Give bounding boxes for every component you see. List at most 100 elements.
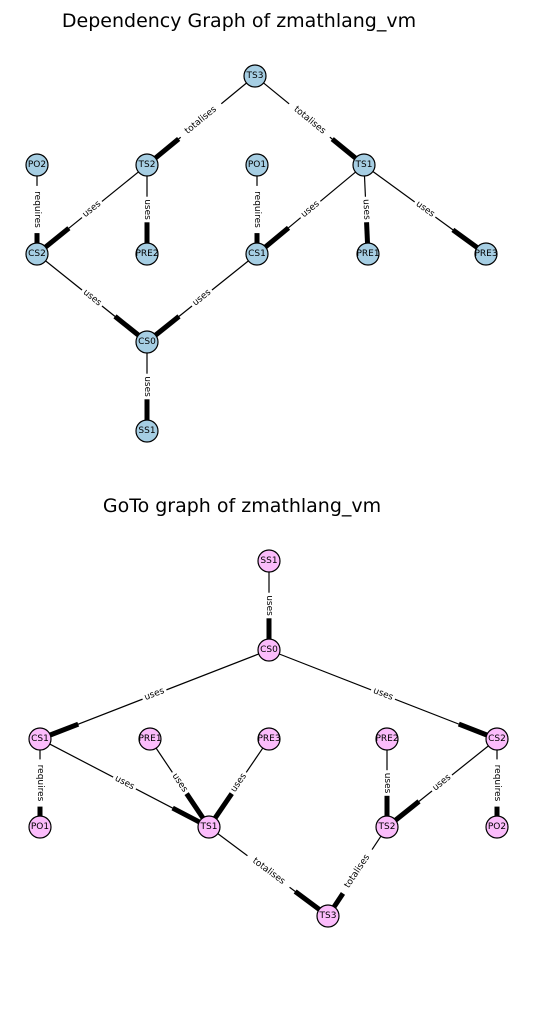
node-label: PRE3 (257, 734, 280, 744)
edge-label-background (368, 684, 398, 705)
node-pre1: PRE1 (356, 242, 380, 266)
edge-label: uses (140, 684, 169, 705)
node-label: TS1 (355, 160, 373, 170)
node-po2: PO2 (25, 153, 49, 177)
node-label: TS2 (378, 822, 396, 832)
node-label: PO1 (31, 822, 49, 832)
edge-label-background (337, 846, 378, 897)
node-label: TS1 (200, 822, 218, 832)
node-circle (25, 242, 49, 266)
node-po1: PO1 (245, 153, 269, 177)
edge-label-text: requires (35, 765, 45, 802)
node-label: TS3 (246, 71, 264, 81)
edge-label: totalises (176, 99, 226, 142)
edge-label-text: uses (361, 199, 372, 220)
node-circle (352, 153, 376, 177)
edge-arrowhead (263, 225, 291, 249)
node-ts3: TS3 (243, 64, 267, 88)
edge-label: uses (428, 770, 456, 796)
edge-ts3-to-ts2: totalises (153, 82, 247, 160)
node-circle (257, 727, 281, 751)
edge-label-background (428, 770, 456, 796)
node-label: CS1 (248, 249, 266, 259)
node-circle (135, 153, 159, 177)
edge-label-background (359, 196, 373, 223)
edge-label-background (34, 759, 46, 807)
edge-label-background (78, 196, 106, 223)
node-cs1: CS1 (28, 727, 52, 751)
edge-label-text: uses (142, 199, 152, 220)
node-cs1: CS1 (245, 242, 269, 266)
node-circle (356, 242, 380, 266)
node-cs0: CS0 (257, 638, 281, 662)
edge-label: totalises (243, 850, 294, 893)
edge-ts3-to-ts1: totalises (263, 82, 358, 160)
node-circle (135, 419, 159, 443)
node-circle (138, 727, 162, 751)
node-label: PRE3 (474, 249, 497, 259)
edge-label: uses (411, 197, 439, 222)
edge-cs0-to-cs1: uses (49, 653, 259, 738)
node-circle (474, 242, 498, 266)
edge-label-background (141, 373, 153, 400)
edge-label-text: totalises (292, 105, 328, 137)
edge-label-background (491, 759, 503, 807)
edge-ts2-to-ts3: totalises (331, 835, 382, 909)
goto-graph-title: GoTo graph of zmathlang_vm (103, 495, 381, 517)
edge-label: uses (110, 771, 139, 795)
node-label: PO2 (488, 822, 506, 832)
node-circle (245, 153, 269, 177)
edge-ts1-to-pre3: uses (372, 170, 479, 250)
node-circle (485, 815, 509, 839)
edge-arrowhead (330, 137, 358, 160)
edge-ts1-to-pre1: uses (359, 175, 373, 244)
node-circle (28, 815, 52, 839)
edge-label-background (167, 769, 192, 797)
edge-cs0-to-ss1: uses (141, 353, 153, 420)
node-label: CS0 (260, 645, 278, 655)
edge-label-text: totalises (343, 853, 373, 890)
node-pre2: PRE2 (375, 727, 399, 751)
edge-pre1-to-ts1: uses (155, 747, 205, 820)
node-po1: PO1 (28, 815, 52, 839)
edge-po2-to-cs2: requires (31, 176, 43, 243)
edge-ss1-to-cs0: uses (263, 572, 275, 639)
edge-arrowhead (457, 721, 488, 738)
node-circle (197, 815, 221, 839)
edge-pre3-to-ts1: uses (213, 747, 264, 820)
edge-arrowhead (213, 791, 235, 820)
edge-ts1-to-cs1: uses (263, 171, 356, 249)
node-pre3: PRE3 (257, 727, 281, 751)
edge-label-text: requires (492, 765, 502, 802)
node-pre3: PRE3 (474, 242, 498, 266)
node-ts2: TS2 (375, 815, 399, 839)
edge-cs1-to-cs0: uses (154, 260, 249, 338)
edge-arrowhead (293, 889, 321, 912)
edge-label-background (226, 769, 252, 797)
edge-label-text: uses (142, 376, 152, 397)
node-label: PRE1 (356, 249, 379, 259)
edge-label: uses (359, 196, 373, 223)
edge-cs1-to-po1: requires (34, 750, 46, 816)
node-circle (375, 727, 399, 751)
edge-label: requires (251, 185, 263, 234)
edge-arrowhead (113, 314, 140, 338)
dependency-graph: Dependency Graph of zmathlang_vm totalis… (25, 10, 498, 443)
edge-label-text: requires (252, 191, 262, 228)
node-label: PO2 (28, 160, 46, 170)
edge-ts2-to-pre2: uses (141, 176, 153, 243)
node-label: TS3 (319, 911, 337, 921)
edge-cs2-to-cs0: uses (45, 260, 140, 338)
node-ts2: TS2 (135, 153, 159, 177)
node-circle (485, 727, 509, 751)
edge-label-background (140, 684, 169, 705)
edge-label-background (176, 99, 226, 142)
node-circle (316, 904, 340, 928)
edge-label-background (78, 285, 106, 311)
edge-po1-to-cs1: requires (251, 176, 263, 243)
node-cs2: CS2 (485, 727, 509, 751)
node-label: CS0 (138, 337, 156, 347)
node-label: SS1 (260, 556, 277, 566)
node-ts1: TS1 (197, 815, 221, 839)
